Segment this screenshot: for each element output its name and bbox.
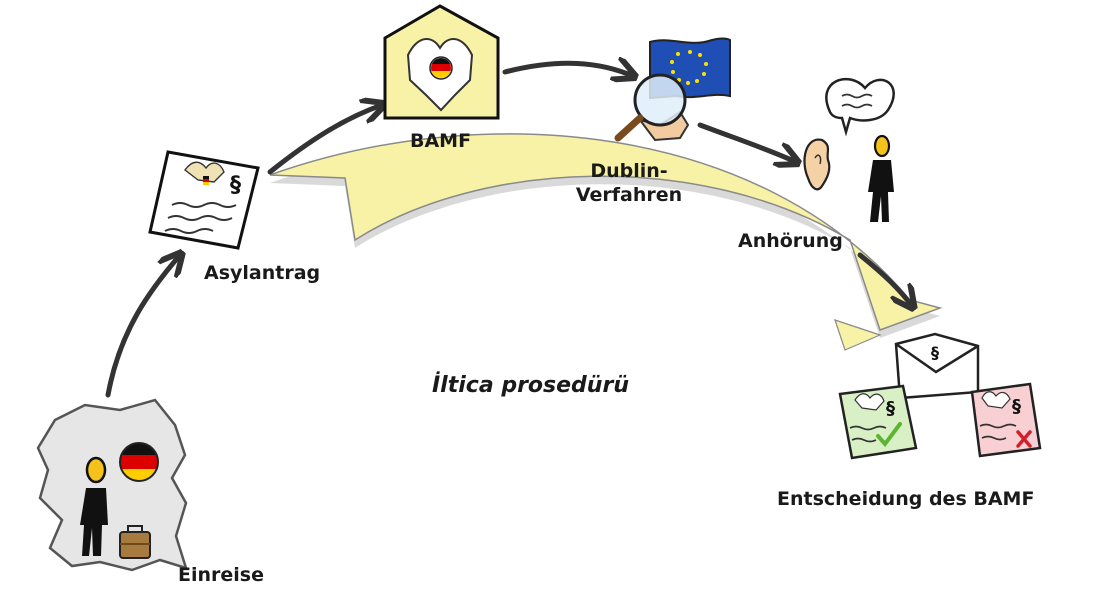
svg-text:§: § [931,343,939,362]
arrow-einreise-to-asylantrag [105,255,180,398]
process-arrows [105,63,912,398]
label-dublin-line2: Verfahren [575,183,683,206]
bamf-building-icon [383,4,500,120]
decision-envelope-icon: § [894,332,980,400]
asylum-application-document-icon: § [148,150,260,250]
arrow-asylantrag-to-bamf [267,105,382,175]
svg-text:§: § [886,398,895,419]
arrow-bamf-to-dublin [502,63,633,76]
diagram-title: İltica prosedürü [432,373,629,398]
person-arrival-icon [80,456,108,556]
label-anhoerung: Anhörung [738,230,843,252]
suitcase-icon [119,525,151,559]
approved-document-icon: § [838,384,918,460]
label-asylantrag: Asylantrag [204,262,321,284]
label-entscheidung: Entscheidung des BAMF [777,488,1035,510]
german-flag-badge-icon [119,442,159,482]
germany-map-icon [36,398,188,572]
label-einreise: Einreise [178,564,264,586]
rejected-document-icon: § [970,382,1042,458]
speech-bubble-icon [825,77,895,137]
ear-icon [803,138,831,191]
arrow-dublin-to-anhoerung [697,122,796,162]
label-dublin-verfahren: Dublin- Verfahren [574,160,684,208]
magnifier-hand-icon [614,73,690,142]
arrow-anhoerung-to-decision [857,252,912,306]
person-speaking-icon [868,134,894,222]
label-bamf: BAMF [410,130,472,152]
svg-text:§: § [230,173,241,198]
label-dublin-line1: Dublin- [590,160,668,182]
svg-text:§: § [1012,396,1021,417]
